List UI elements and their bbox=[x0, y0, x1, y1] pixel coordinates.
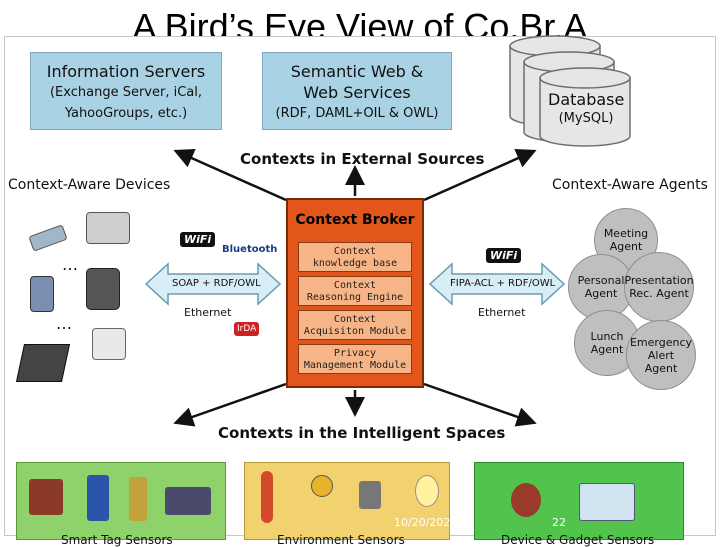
devices-ellipsis-2: … bbox=[56, 314, 72, 333]
info-servers-line3: YahooGroups, etc.) bbox=[64, 106, 188, 121]
database-line2: (MySQL) bbox=[558, 111, 614, 126]
context-aware-agents-label: Context-Aware Agents bbox=[552, 177, 708, 193]
left-wifi-logo: WiFi bbox=[180, 232, 216, 247]
camcorder-icon bbox=[86, 268, 120, 310]
semantic-web-line2: Web Services bbox=[303, 83, 411, 102]
arrow-to-info-servers bbox=[173, 148, 287, 202]
chair-icon bbox=[87, 475, 109, 521]
module-1-line2: knowledge base bbox=[312, 258, 398, 269]
database-cylinders bbox=[509, 35, 631, 147]
information-servers-box: Information Servers (Exchange Server, iC… bbox=[30, 52, 222, 130]
module-3-line1: Context bbox=[333, 314, 377, 325]
irda-logo: IrDA bbox=[234, 322, 260, 336]
right-protocol-label: FIPA-ACL + RDF/OWL bbox=[450, 278, 556, 289]
arrow-to-database bbox=[423, 148, 537, 202]
info-servers-line2: (Exchange Server, iCal, bbox=[49, 85, 203, 100]
footer-date: 10/20/202 bbox=[394, 516, 451, 529]
module-3-line2: Acquisiton Module bbox=[303, 326, 407, 337]
imac-icon bbox=[92, 328, 126, 360]
left-double-arrow bbox=[144, 262, 282, 306]
semantic-web-line1: Semantic Web & bbox=[290, 62, 424, 81]
speaker-icon bbox=[359, 481, 381, 509]
environment-sensors-panel: Environment Sensors bbox=[244, 462, 450, 547]
device-gadget-sensors-panel: Device & Gadget Sensors bbox=[474, 462, 684, 547]
badge-card-icon bbox=[579, 483, 635, 521]
arrow-to-right-spaces bbox=[423, 382, 537, 427]
footer-page-number: 22 bbox=[552, 516, 566, 529]
bluetooth-logo: Bluetooth bbox=[222, 244, 278, 255]
right-wifi-logo: WiFi bbox=[486, 248, 522, 263]
context-broker-title: Context Broker bbox=[295, 212, 415, 228]
module-reasoning-engine: Context Reasoning Engine bbox=[298, 276, 412, 306]
bulb-icon bbox=[415, 475, 439, 507]
printer-icon bbox=[86, 212, 130, 244]
thermometer-icon bbox=[261, 471, 273, 523]
left-protocol-label: SOAP + RDF/OWL bbox=[172, 278, 261, 289]
semantic-web-box: Semantic Web & Web Services (RDF, DAML+O… bbox=[262, 52, 452, 130]
tag-reader-icon bbox=[511, 483, 541, 517]
books-icon bbox=[29, 479, 63, 515]
module-knowledge-base: Context knowledge base bbox=[298, 242, 412, 272]
semantic-web-line3: (RDF, DAML+OIL & OWL) bbox=[275, 106, 439, 121]
module-acquisition: Context Acquisiton Module bbox=[298, 310, 412, 340]
pda-icon bbox=[30, 276, 54, 312]
module-2-line1: Context bbox=[333, 280, 377, 291]
smart-tag-sensors-panel: Smart Tag Sensors bbox=[16, 462, 226, 547]
person-icon bbox=[129, 477, 147, 521]
context-broker: Context Broker Context knowledge base Co… bbox=[286, 198, 424, 388]
database-label: Database (MySQL) bbox=[548, 90, 624, 128]
info-servers-line1: Information Servers bbox=[46, 62, 206, 81]
module-2-line2: Reasoning Engine bbox=[306, 292, 404, 303]
database-line1: Database bbox=[548, 90, 625, 109]
devices-ellipsis-1: … bbox=[62, 255, 78, 274]
laptop-icon bbox=[165, 487, 211, 515]
module-4-line2: Management Module bbox=[303, 360, 407, 371]
smart-tag-sensors-label: Smart Tag Sensors bbox=[61, 533, 173, 547]
context-aware-devices-label: Context-Aware Devices bbox=[8, 177, 171, 193]
device-gadget-sensors-label: Device & Gadget Sensors bbox=[501, 533, 655, 547]
light-sensor-icon bbox=[311, 475, 333, 497]
right-double-arrow bbox=[428, 262, 566, 306]
arrow-to-left-spaces bbox=[173, 382, 287, 427]
module-4-line1: Privacy bbox=[333, 348, 377, 359]
tablet-icon bbox=[15, 344, 71, 382]
module-1-line1: Context bbox=[333, 246, 377, 257]
external-sources-label: Contexts in External Sources bbox=[240, 150, 485, 168]
module-privacy: Privacy Management Module bbox=[298, 344, 412, 374]
left-ethernet-label: Ethernet bbox=[184, 306, 232, 319]
environment-sensors-label: Environment Sensors bbox=[277, 533, 405, 547]
intelligent-spaces-label: Contexts in the Intelligent Spaces bbox=[218, 424, 506, 442]
right-ethernet-label: Ethernet bbox=[478, 306, 526, 319]
